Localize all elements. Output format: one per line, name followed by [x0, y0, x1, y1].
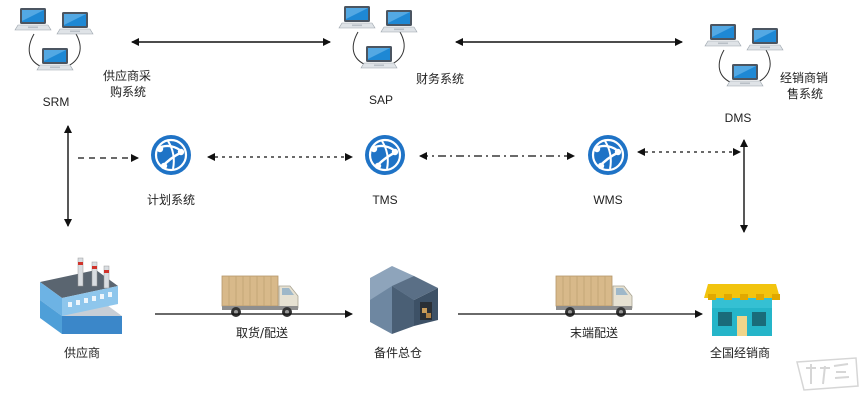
dms-code-label: DMS	[725, 111, 752, 125]
sap-name-label: 财务系统	[416, 71, 464, 86]
truck-icon	[221, 275, 299, 318]
srm-name-line1: 供应商采	[103, 68, 151, 83]
tms-globe-icon	[363, 133, 407, 177]
tms-label: TMS	[372, 193, 397, 207]
dms-name-line2: 售系统	[787, 86, 823, 101]
laptop-cluster-icon	[339, 6, 417, 68]
srm-system: SRM 供应商采 购系统	[15, 8, 151, 109]
plan-system-label: 计划系统	[147, 193, 195, 207]
srm-code-label: SRM	[43, 95, 70, 109]
last-mile-label: 末端配送	[570, 325, 618, 340]
pickup-delivery-label: 取货/配送	[236, 325, 288, 340]
warehouse-label: 备件总仓	[374, 346, 422, 360]
dealer-label: 全国经销商	[710, 345, 770, 360]
watermark-logo-icon	[796, 357, 859, 391]
plan-globe-icon	[149, 133, 193, 177]
dms-name-line1: 经销商销	[780, 70, 828, 85]
laptop-cluster-icon	[15, 8, 93, 70]
laptop-cluster-icon	[705, 24, 783, 86]
supplier-label: 供应商	[64, 345, 100, 360]
warehouse-icon	[370, 266, 438, 334]
wms-label: WMS	[593, 193, 622, 207]
wms-globe-icon	[586, 133, 630, 177]
srm-name-line2: 购系统	[110, 84, 146, 99]
storefront-icon	[704, 284, 780, 336]
sap-code-label: SAP	[369, 93, 393, 107]
sap-system: SAP 财务系统	[339, 6, 464, 107]
truck-icon	[555, 275, 633, 318]
dms-system: DMS 经销商销 售系统	[705, 24, 828, 125]
factory-icon	[40, 257, 122, 334]
